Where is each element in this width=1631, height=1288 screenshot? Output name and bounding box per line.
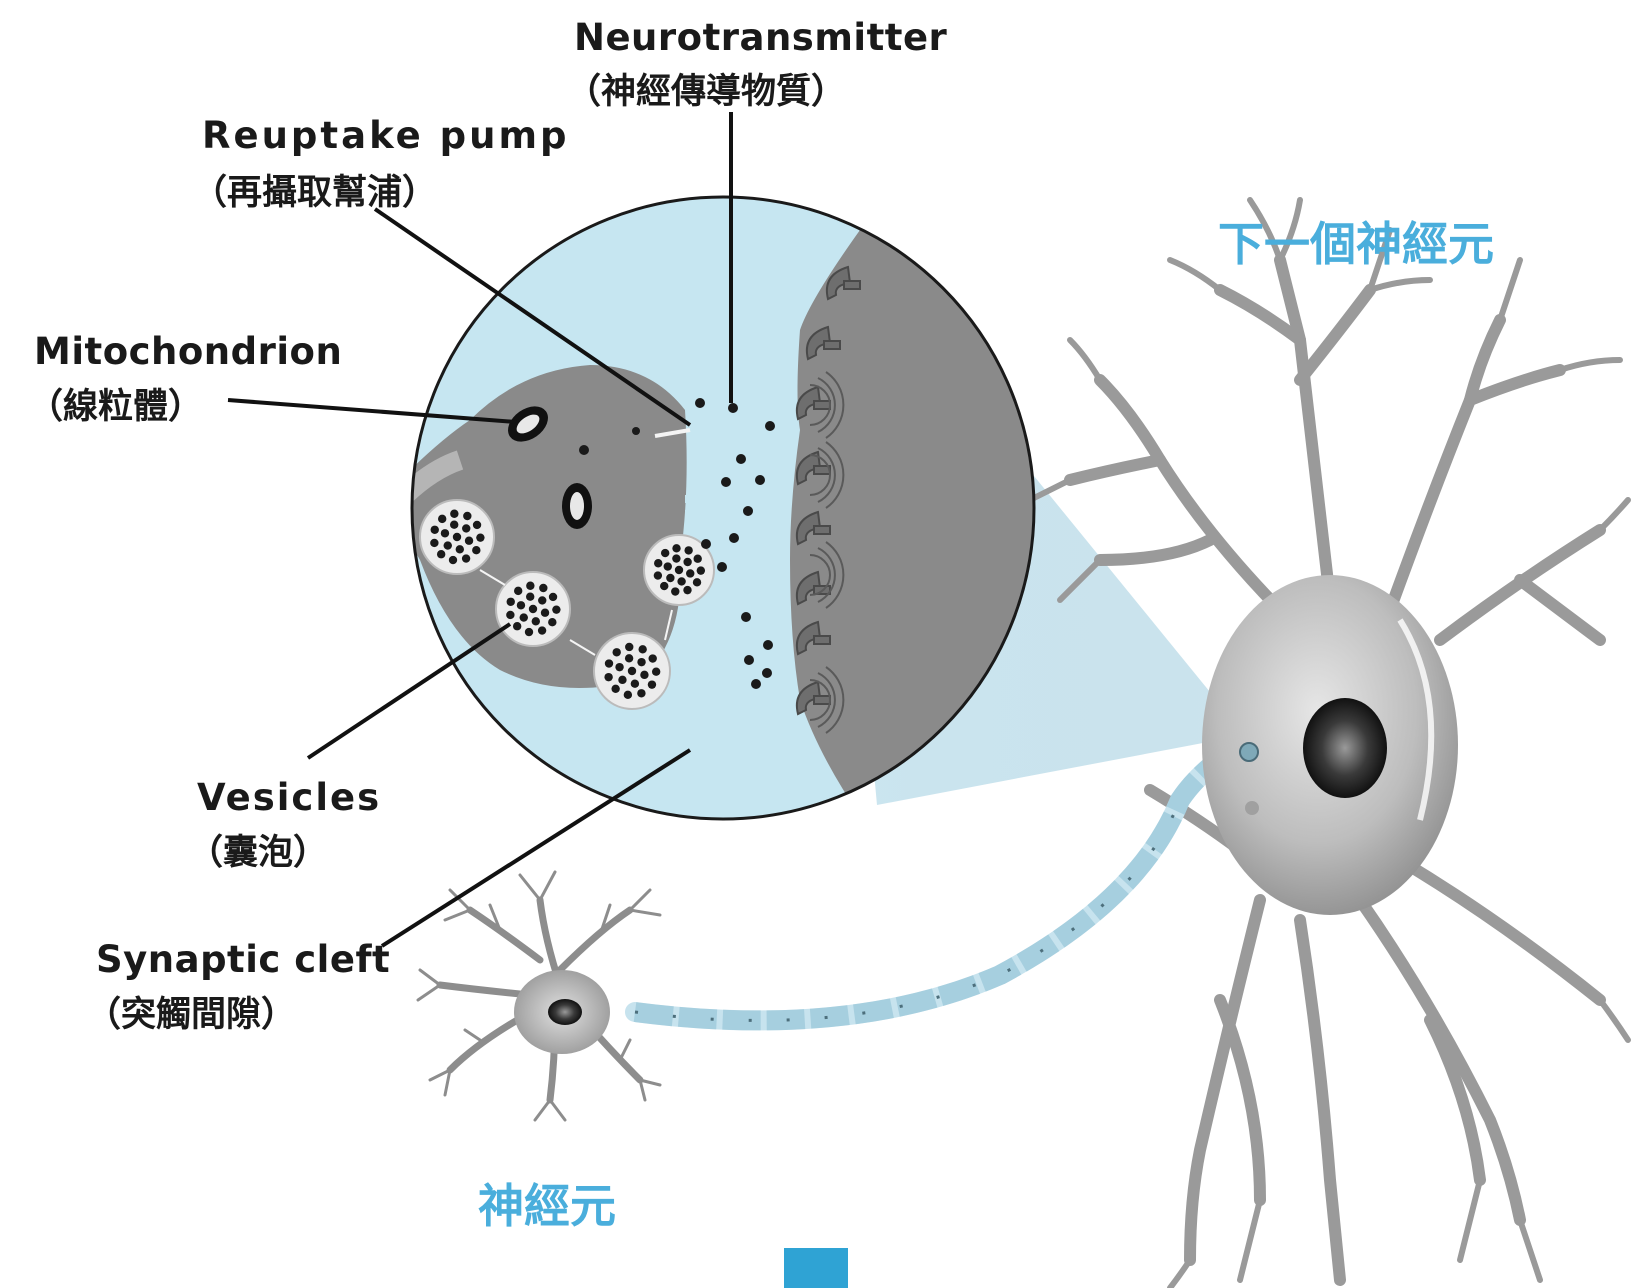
vesicles-label: Vesicles: [197, 776, 381, 819]
reuptake-pump-label-zh: （再攝取幫浦）: [192, 164, 437, 215]
neuron-soma: [514, 970, 610, 1054]
vesicles-label-zh: （囊泡）: [188, 824, 328, 875]
synaptic-cleft-label-zh: （突觸間隙）: [86, 986, 296, 1037]
next-neuron-soma: [1202, 575, 1458, 915]
next-neuron-label: 下一個神經元: [1218, 208, 1494, 274]
reuptake-pump-label: Reuptake pump: [202, 114, 570, 157]
neurotransmitter-label: Neurotransmitter: [574, 16, 947, 59]
blue-marker: [784, 1248, 848, 1288]
mitochondrion-label: Mitochondrion: [34, 330, 342, 373]
synaptic-cleft-leader: [382, 750, 690, 946]
synaptic-cleft-label: Synaptic cleft: [96, 938, 390, 981]
neuron-label: 神經元: [478, 1170, 616, 1236]
neurotransmitter-label-zh: （神經傳導物質）: [566, 63, 846, 114]
mitochondrion-label-zh: （線粒體）: [28, 378, 203, 429]
